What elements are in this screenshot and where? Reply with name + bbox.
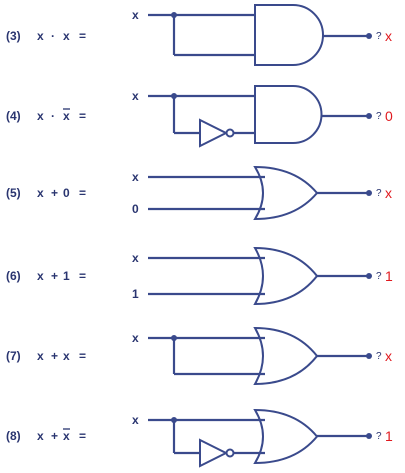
and-gate (254, 4, 324, 66)
output-question-mark: ? (376, 431, 382, 442)
row-number: (6) (6, 269, 21, 283)
output-question-mark: ? (376, 188, 382, 199)
or-gate (253, 246, 319, 306)
output-terminal-dot (366, 433, 372, 439)
expr-left: x (37, 429, 44, 443)
expr-equals: = (79, 429, 86, 443)
expr-right: x (63, 429, 70, 443)
expr-right: x (63, 349, 70, 363)
expr-equals: = (79, 109, 86, 123)
expr-operator: + (51, 349, 58, 363)
expr-right: 0 (63, 186, 70, 200)
output-terminal-dot (366, 273, 372, 279)
input-label-bottom: 1 (132, 287, 139, 301)
output-answer: 1 (385, 268, 393, 284)
inverter-bubble (225, 128, 235, 138)
circuit-row-3: (3)x·x=x?x (6, 4, 392, 66)
output-answer: x (385, 185, 392, 201)
expr-right: 1 (63, 269, 70, 283)
output-answer: x (385, 28, 392, 44)
expr-operator: + (51, 269, 58, 283)
output-terminal-dot (366, 33, 372, 39)
input-label-bottom: 0 (132, 202, 139, 216)
output-answer: x (385, 348, 392, 364)
circuit-row-7: (7)x+x=x?x (6, 326, 392, 386)
expr-left: x (37, 269, 44, 283)
input-label-top: x (132, 170, 139, 184)
output-answer: 1 (385, 428, 393, 444)
expr-left: x (37, 186, 44, 200)
row-number: (5) (6, 186, 21, 200)
expr-left: x (37, 109, 44, 123)
and-gate (254, 85, 323, 144)
circuit-row-8: (8) x + x = x?1 (6, 408, 393, 468)
row-number: (3) (6, 29, 21, 43)
output-terminal-dot (366, 353, 372, 359)
expr-operator: · (51, 109, 55, 123)
or-gate (253, 326, 319, 386)
inverter-bubble (225, 448, 235, 458)
expr-equals: = (79, 349, 86, 363)
expr-equals: = (79, 29, 86, 43)
expr-operator: + (51, 186, 58, 200)
input-label-top: x (132, 331, 139, 345)
row-number: (8) (6, 429, 21, 443)
expr-right: x (63, 109, 70, 123)
expr-operator: + (51, 429, 58, 443)
output-terminal-dot (366, 190, 372, 196)
expr-operator: · (51, 29, 55, 43)
input-label-top: x (132, 251, 139, 265)
output-question-mark: ? (376, 111, 382, 122)
circuit-row-4: (4) x · x = x?0 (6, 85, 393, 148)
or-gate (253, 165, 319, 221)
not-gate (199, 438, 229, 468)
circuit-row-6: (6)x+1=x1?1 (6, 246, 393, 306)
expr-equals: = (79, 269, 86, 283)
circuit-row-5: (5)x+0=x0?x (6, 165, 392, 221)
not-gate (199, 118, 229, 148)
output-question-mark: ? (376, 31, 382, 42)
expr-right: x (63, 29, 70, 43)
output-terminal-dot (366, 113, 372, 119)
input-label-top: x (132, 8, 139, 22)
input-label-top: x (132, 89, 139, 103)
output-answer: 0 (385, 108, 393, 124)
expr-left: x (37, 29, 44, 43)
input-label-top: x (132, 413, 139, 427)
output-question-mark: ? (376, 351, 382, 362)
expr-left: x (37, 349, 44, 363)
expr-equals: = (79, 186, 86, 200)
output-question-mark: ? (376, 271, 382, 282)
or-gate (253, 408, 319, 465)
row-number: (4) (6, 109, 21, 123)
row-number: (7) (6, 349, 21, 363)
